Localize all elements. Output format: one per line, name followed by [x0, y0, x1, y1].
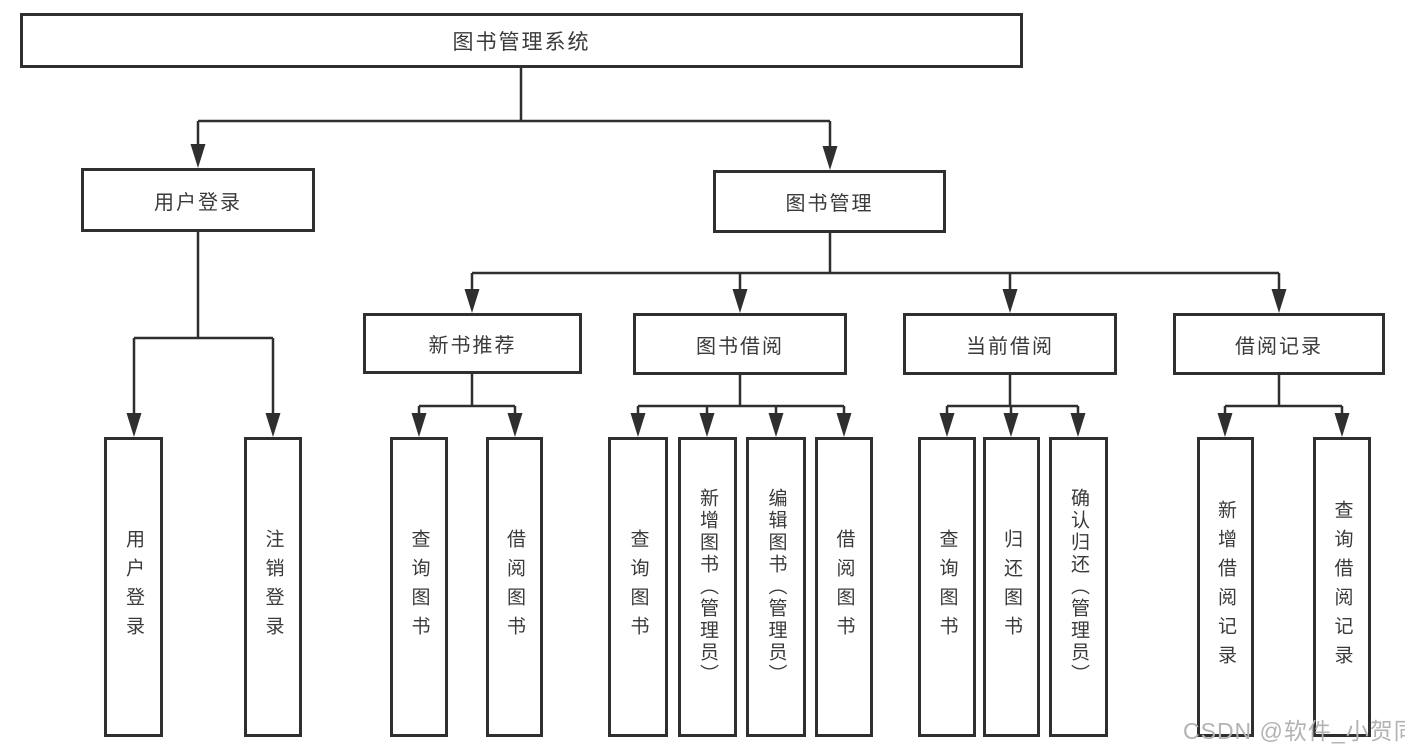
leaf-query-borrow-record: 查询借阅记录 — [1313, 437, 1371, 737]
node-book-management: 图书管理 — [713, 170, 946, 233]
leaf-return-books: 归还图书 — [983, 437, 1040, 737]
leaf-label: 确认归还（管理员） — [1068, 488, 1089, 686]
node-new-book-recommend: 新书推荐 — [363, 313, 582, 374]
leaf-label: 查询图书 — [408, 529, 430, 645]
leaf-borrow-books: 借阅图书 — [815, 437, 873, 737]
leaf-label: 查询借阅记录 — [1331, 500, 1353, 674]
leaf-label: 查询图书 — [627, 529, 649, 645]
leaf-label: 注销登录 — [262, 529, 284, 645]
leaf-user-login: 用户登录 — [104, 437, 163, 737]
leaf-edit-books-admin: 编辑图书（管理员） — [746, 437, 806, 737]
leaf-add-borrow-record: 新增借阅记录 — [1197, 437, 1254, 737]
node-book-borrowing: 图书借阅 — [633, 313, 847, 375]
leaf-label: 新增借阅记录 — [1215, 500, 1236, 674]
node-user-login: 用户登录 — [81, 168, 315, 232]
leaf-label: 新增图书（管理员） — [697, 488, 718, 686]
leaf-confirm-return-admin: 确认归还（管理员） — [1049, 437, 1108, 737]
node-current-borrowing: 当前借阅 — [903, 313, 1117, 375]
node-library-management-system: 图书管理系统 — [20, 13, 1023, 68]
leaf-query-books: 查询图书 — [390, 437, 448, 737]
leaf-label: 用户登录 — [123, 529, 144, 645]
leaf-label: 归还图书 — [1001, 529, 1022, 645]
leaf-borrow-books: 借阅图书 — [486, 437, 543, 737]
csdn-watermark: CSDN @软件_小贺同学 — [1183, 718, 1405, 744]
leaf-query-books: 查询图书 — [608, 437, 668, 737]
leaf-label: 编辑图书（管理员） — [765, 488, 787, 686]
leaf-label: 借阅图书 — [504, 529, 525, 645]
leaf-label: 借阅图书 — [833, 529, 855, 645]
leaf-add-books-admin: 新增图书（管理员） — [678, 437, 737, 737]
node-borrowing-records: 借阅记录 — [1173, 313, 1385, 375]
leaf-query-books: 查询图书 — [918, 437, 976, 737]
leaf-logout: 注销登录 — [244, 437, 302, 737]
leaf-label: 查询图书 — [936, 529, 958, 645]
